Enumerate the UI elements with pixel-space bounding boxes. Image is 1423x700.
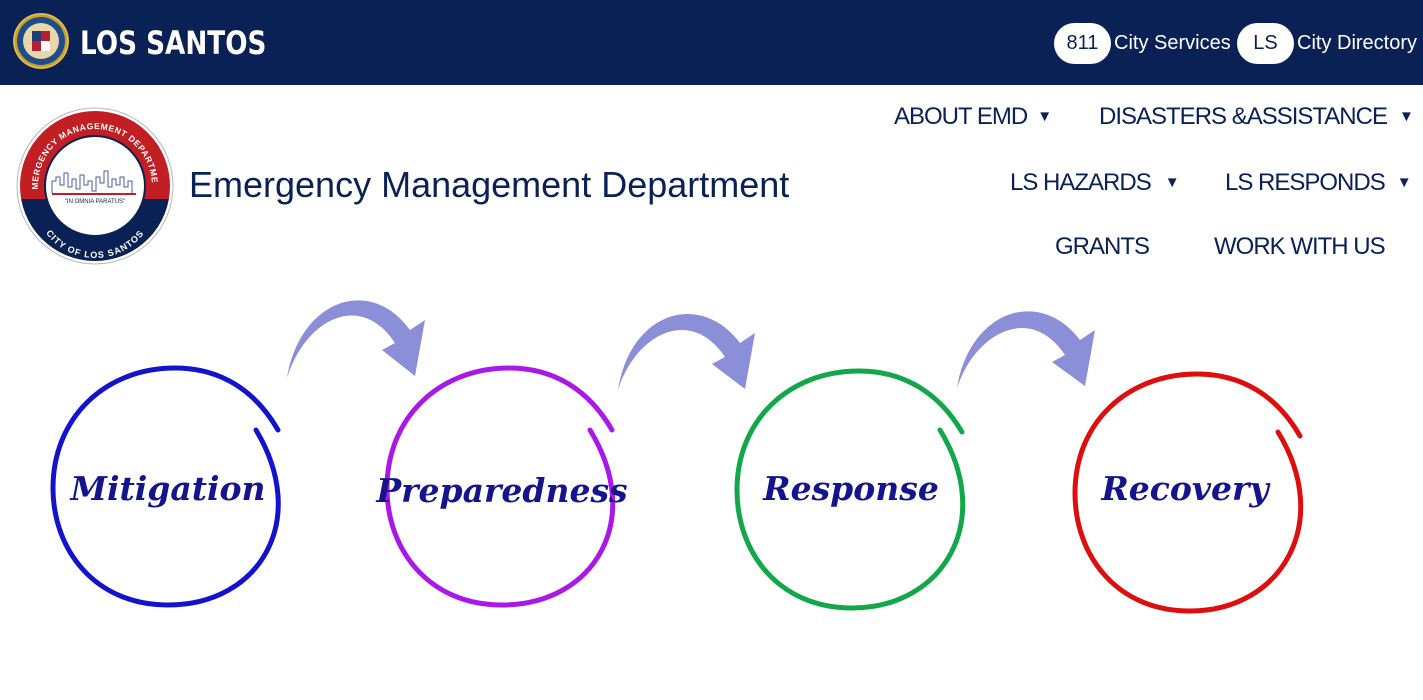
dropdown-caret-icon: ▼ (1037, 108, 1053, 125)
arrow-response-to-recovery-icon (957, 311, 1095, 388)
arrow-mitigation-to-preparedness-icon (287, 300, 425, 378)
nav-ls-responds[interactable]: LS RESPONDS ▼ (1225, 169, 1412, 197)
badge-ls[interactable]: LS (1237, 23, 1294, 64)
nav-about-emd[interactable]: ABOUT EMD ▼ (894, 103, 1052, 131)
badge-311[interactable]: 811 (1054, 23, 1111, 64)
nav-ls-responds-label: LS RESPONDS (1225, 169, 1386, 196)
nav-ls-hazards[interactable]: LS HAZARDS ▼ (1010, 169, 1180, 197)
phase-ring-recovery (1072, 371, 1304, 614)
emergency-management-cycle-diagram: Mitigation Preparedness Response Recover… (50, 300, 1304, 614)
nav-work-with-us[interactable]: WORK WITH US (1214, 233, 1386, 260)
phase-ring-preparedness (384, 365, 616, 608)
page-title[interactable]: Emergency Management Department (189, 164, 790, 205)
phase-label-preparedness: Preparedness (375, 471, 627, 510)
site-name[interactable]: LOS SANTOS (80, 24, 267, 62)
emd-logo[interactable]: "IN OMNIA PARATUS" EMERGENCY MANAGEMENT … (16, 107, 174, 265)
city-directory-link[interactable]: City Directory (1297, 32, 1418, 54)
nav-disasters-assistance-label: DISASTERS &ASSISTANCE (1099, 103, 1388, 130)
phase-ring-response (734, 368, 966, 611)
dropdown-caret-icon: ▼ (1398, 108, 1414, 125)
city-seal-icon[interactable] (12, 12, 70, 70)
nav-ls-hazards-label: LS HAZARDS (1010, 169, 1152, 196)
dropdown-caret-icon: ▼ (1164, 174, 1180, 191)
phase-label-mitigation: Mitigation (69, 469, 265, 508)
dropdown-caret-icon: ▼ (1396, 174, 1412, 191)
phase-label-recovery: Recovery (1100, 469, 1271, 508)
top-bar: LOS SANTOS 811 City Services LS City Dir… (0, 0, 1423, 85)
logo-motto: "IN OMNIA PARATUS" (65, 199, 125, 205)
nav-about-emd-label: ABOUT EMD (894, 103, 1028, 130)
phase-ring-mitigation (50, 365, 281, 608)
arrow-preparedness-to-response-icon (618, 314, 755, 390)
nav-disasters-assistance[interactable]: DISASTERS &ASSISTANCE ▼ (1099, 103, 1414, 131)
nav-grants[interactable]: GRANTS (1055, 233, 1150, 260)
phase-label-response: Response (762, 469, 939, 508)
city-services-link[interactable]: City Services (1114, 32, 1231, 54)
